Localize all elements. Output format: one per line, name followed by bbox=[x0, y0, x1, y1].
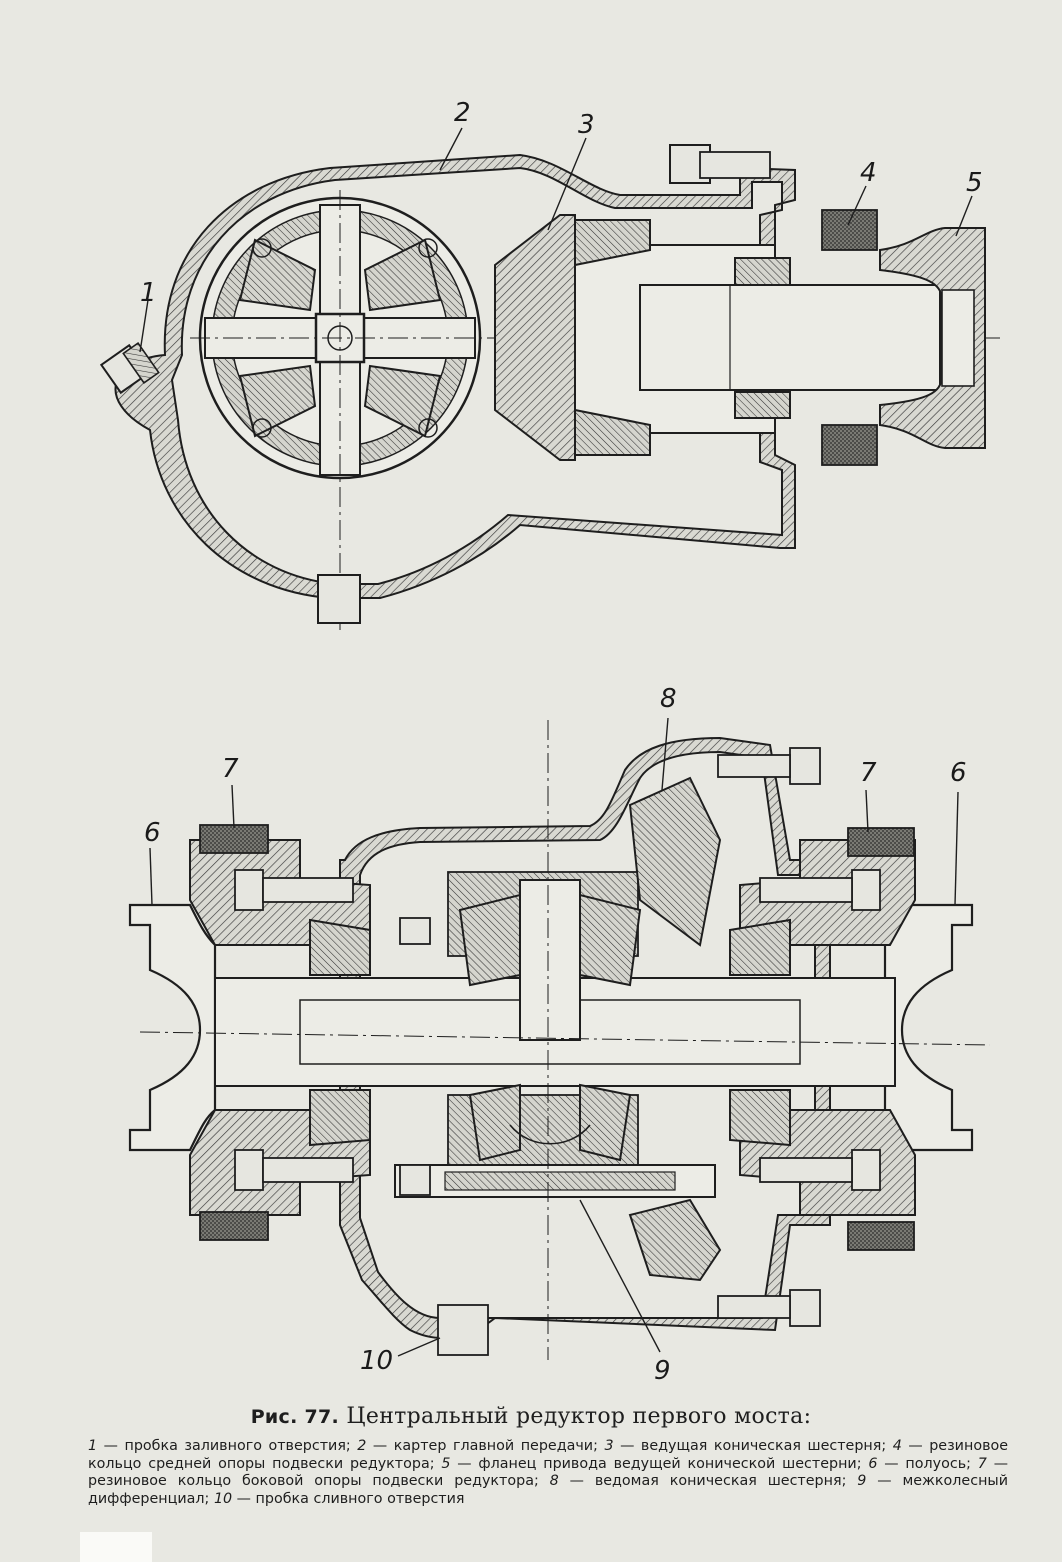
callout-10: 10 bbox=[360, 1346, 394, 1376]
figure-caption-title: Рис. 77. Центральный редуктор первого мо… bbox=[0, 1404, 1062, 1429]
callout-5: 5 bbox=[966, 168, 983, 198]
top-leaders bbox=[139, 127, 973, 353]
callout-1: 1 bbox=[140, 278, 157, 308]
figure-label: Рис. 77. bbox=[250, 1406, 340, 1428]
figure-title: Центральный редуктор первого моста: bbox=[346, 1404, 812, 1429]
rubber-ring-7-left bbox=[199, 824, 269, 854]
housing-bottom bbox=[339, 736, 831, 1340]
callout-6-right: 6 bbox=[950, 758, 967, 788]
callout-2: 2 bbox=[454, 98, 471, 128]
half-shaft-right-6 bbox=[883, 903, 974, 1152]
callout-4: 4 bbox=[860, 158, 877, 188]
callout-8: 8 bbox=[660, 684, 677, 714]
filler-plug-1 bbox=[99, 341, 160, 395]
callout-9: 9 bbox=[654, 1356, 671, 1386]
top-view bbox=[99, 144, 1000, 630]
flange-5 bbox=[879, 227, 986, 449]
half-shaft-left-6 bbox=[128, 903, 217, 1152]
rubber-ring-7-right bbox=[847, 827, 915, 857]
rubber-ring-4-top bbox=[821, 209, 878, 251]
drive-pinion-3 bbox=[494, 214, 576, 461]
driven-gear-8 bbox=[628, 776, 722, 947]
callout-7-left: 7 bbox=[222, 754, 239, 784]
bottom-leaders bbox=[149, 717, 959, 1357]
callout-7-right: 7 bbox=[860, 758, 877, 788]
bottom-view bbox=[128, 720, 991, 1360]
paper-patch bbox=[80, 1532, 152, 1562]
callout-3: 3 bbox=[578, 110, 595, 140]
figure-legend: 1 — пробка заливного отверстия; 2 — карт… bbox=[88, 1438, 1009, 1507]
callout-6-left: 6 bbox=[144, 818, 161, 848]
